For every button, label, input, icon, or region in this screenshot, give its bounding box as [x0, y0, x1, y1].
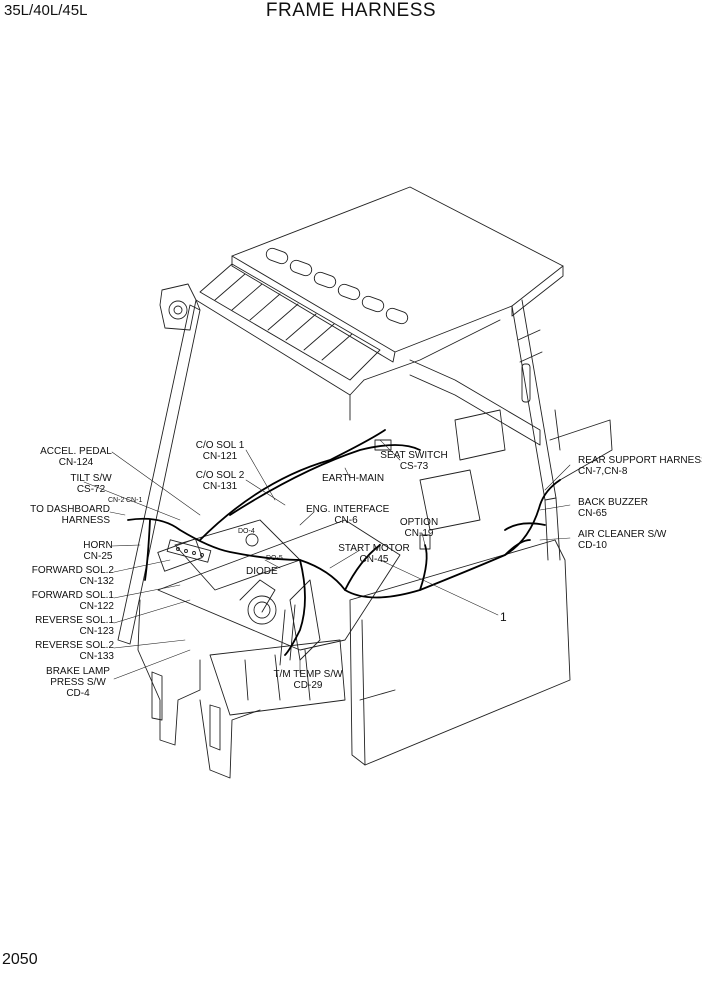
dash-components	[157, 439, 431, 666]
callout-to-dashboard-name: TO DASHBOARD	[30, 504, 110, 515]
callout-seat-switch-name: SEAT SWITCH	[380, 450, 448, 461]
page-title: FRAME HARNESS	[265, 0, 437, 21]
callout-start-motor-code: CN-45	[359, 554, 389, 565]
tag-cn1: CN-1	[126, 497, 143, 504]
callout-rear-support-name: REAR SUPPORT HARNESS	[578, 455, 702, 466]
callout-tm-temp-name: T/M TEMP S/W	[273, 669, 343, 680]
callout-forward-sol2: FORWARD SOL.2 CN-132	[30, 565, 114, 587]
callout-horn-name: HORN	[83, 540, 113, 551]
callout-brake-lamp: BRAKE LAMP PRESS S/W CD-4	[40, 666, 116, 699]
callout-forward-sol2-code: CN-132	[79, 576, 114, 587]
callout-forward-sol1-name: FORWARD SOL.1	[31, 590, 114, 601]
callout-to-dashboard: TO DASHBOARD HARNESS	[30, 504, 110, 526]
callout-forward-sol1: FORWARD SOL.1 CN-122	[30, 590, 114, 612]
callout-rear-support: REAR SUPPORT HARNESS CN-7,CN-8	[578, 455, 702, 477]
callout-accel-pedal-code: CN-124	[58, 457, 94, 468]
callout-start-motor-name: START MOTOR	[338, 543, 410, 554]
callout-to-dashboard-code: HARNESS	[61, 515, 110, 526]
callout-earth-main: EARTH-MAIN	[322, 473, 385, 484]
callout-back-buzzer: BACK BUZZER CN-65	[578, 497, 648, 519]
callout-eng-interface-name: ENG. INTERFACE	[306, 504, 390, 515]
callout-tilt-sw-code: CS-72	[76, 484, 106, 495]
overhead-guard	[195, 186, 564, 421]
tag-do4: DO-4	[238, 528, 255, 535]
callout-co-sol1-name: C/O SOL 1	[195, 440, 245, 451]
callout-seat-switch-code: CS-73	[399, 461, 429, 472]
callout-eng-interface-code: CN-6	[334, 515, 358, 526]
callout-brake-lamp-line2: PRESS S/W	[50, 677, 106, 688]
callout-tilt-sw: TILT S/W CS-72	[66, 473, 116, 495]
callout-reverse-sol2-code: CN-133	[79, 651, 114, 662]
callout-reverse-sol2: REVERSE SOL.2 CN-133	[30, 640, 114, 662]
callout-forward-sol1-code: CN-122	[79, 601, 114, 612]
callout-horn-code: CN-25	[83, 551, 113, 562]
harness-wiring	[127, 429, 561, 656]
callout-forward-sol2-name: FORWARD SOL.2	[31, 565, 114, 576]
model-label: 35L/40L/45L	[4, 2, 88, 19]
callout-reverse-sol1: REVERSE SOL.1 CN-123	[30, 615, 114, 637]
callout-accel-pedal-name: ACCEL. PEDAL	[40, 446, 112, 457]
callout-reverse-sol1-code: CN-123	[79, 626, 114, 637]
callout-tilt-sw-name: TILT S/W	[70, 473, 112, 484]
callout-horn: HORN CN-25	[80, 540, 116, 562]
callout-air-cleaner-name: AIR CLEANER S/W	[578, 529, 667, 540]
callout-diode: DIODE	[246, 566, 278, 577]
tag-do5: DO-5	[266, 555, 283, 562]
callout-seat-switch: SEAT SWITCH CS-73	[380, 450, 448, 472]
callout-start-motor: START MOTOR CN-45	[338, 543, 410, 565]
callout-brake-lamp-code: CD-4	[66, 688, 90, 699]
leader-lines	[83, 439, 571, 680]
rear-pillars	[409, 299, 613, 561]
callout-co-sol2: C/O SOL 2 CN-131	[192, 470, 248, 492]
callout-option-name: OPTION	[399, 517, 439, 528]
callout-tm-temp-code: CD-29	[293, 680, 323, 691]
callout-option-code: CN-19	[404, 528, 434, 539]
callout-back-buzzer-code: CN-65	[578, 508, 607, 519]
callout-rear-support-code: CN-7,CN-8	[578, 466, 628, 477]
tag-cn2: CN-2	[108, 497, 125, 504]
callout-reverse-sol1-name: REVERSE SOL.1	[35, 615, 114, 626]
callout-tm-temp: T/M TEMP S/W CD-29	[270, 669, 346, 691]
callout-co-sol1-code: CN-121	[202, 451, 238, 462]
page-number: 2050	[2, 951, 38, 968]
callout-co-sol2-name: C/O SOL 2	[195, 470, 245, 481]
callout-reverse-sol2-name: REVERSE SOL.2	[35, 640, 114, 651]
front-left-pillar	[117, 283, 201, 645]
callout-item-1: 1	[500, 610, 507, 624]
callout-accel-pedal: ACCEL. PEDAL CN-124	[40, 446, 112, 468]
callout-air-cleaner-code: CD-10	[578, 540, 607, 551]
callout-air-cleaner: AIR CLEANER S/W CD-10	[578, 529, 666, 551]
callout-back-buzzer-name: BACK BUZZER	[578, 497, 649, 508]
callout-brake-lamp-line1: BRAKE LAMP	[46, 666, 110, 677]
callout-co-sol1: C/O SOL 1 CN-121	[192, 440, 248, 462]
callout-eng-interface: ENG. INTERFACE CN-6	[306, 504, 390, 526]
callout-option: OPTION CN-19	[398, 517, 440, 539]
callout-co-sol2-code: CN-131	[202, 481, 238, 492]
